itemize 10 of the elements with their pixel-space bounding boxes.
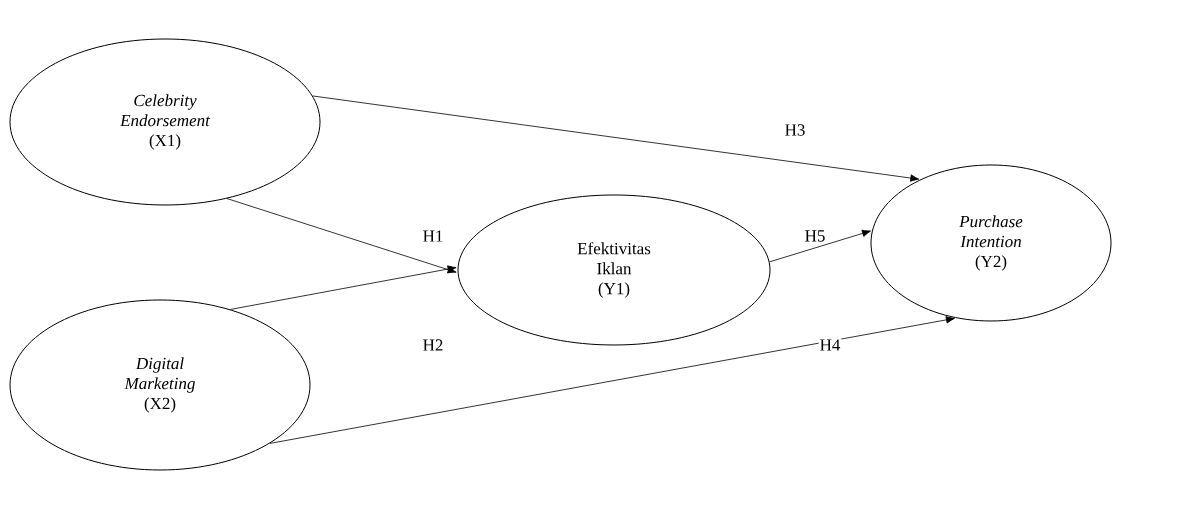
- edge-label: H4: [818, 338, 842, 352]
- arrow: [230, 265, 457, 310]
- arrow: [312, 95, 920, 182]
- arrow: [769, 229, 871, 263]
- arrow: [269, 316, 955, 444]
- edge-label: H2: [421, 338, 445, 352]
- edge-label: H5: [803, 229, 827, 243]
- arrow: [226, 198, 457, 274]
- edge-label: H3: [783, 123, 807, 137]
- edge-label: H1: [421, 229, 445, 243]
